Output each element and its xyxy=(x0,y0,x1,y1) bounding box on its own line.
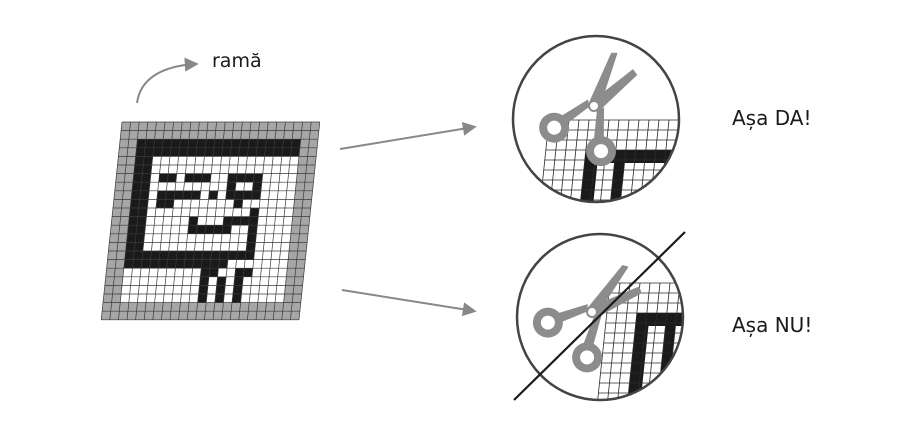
frame-pointer-arrow xyxy=(136,57,199,104)
correct-cut-detail xyxy=(511,34,681,204)
scissors-icon xyxy=(539,52,638,167)
arrow-to-correct xyxy=(339,121,477,150)
arrow-to-wrong xyxy=(341,289,477,317)
strike-through-line xyxy=(513,231,686,401)
marker-board xyxy=(100,121,321,321)
wrong-cut-detail xyxy=(513,231,686,402)
frame-label: ramă xyxy=(212,50,262,72)
correct-label: Așa DA! xyxy=(732,106,812,130)
wrong-label: Așa NU! xyxy=(732,313,813,337)
